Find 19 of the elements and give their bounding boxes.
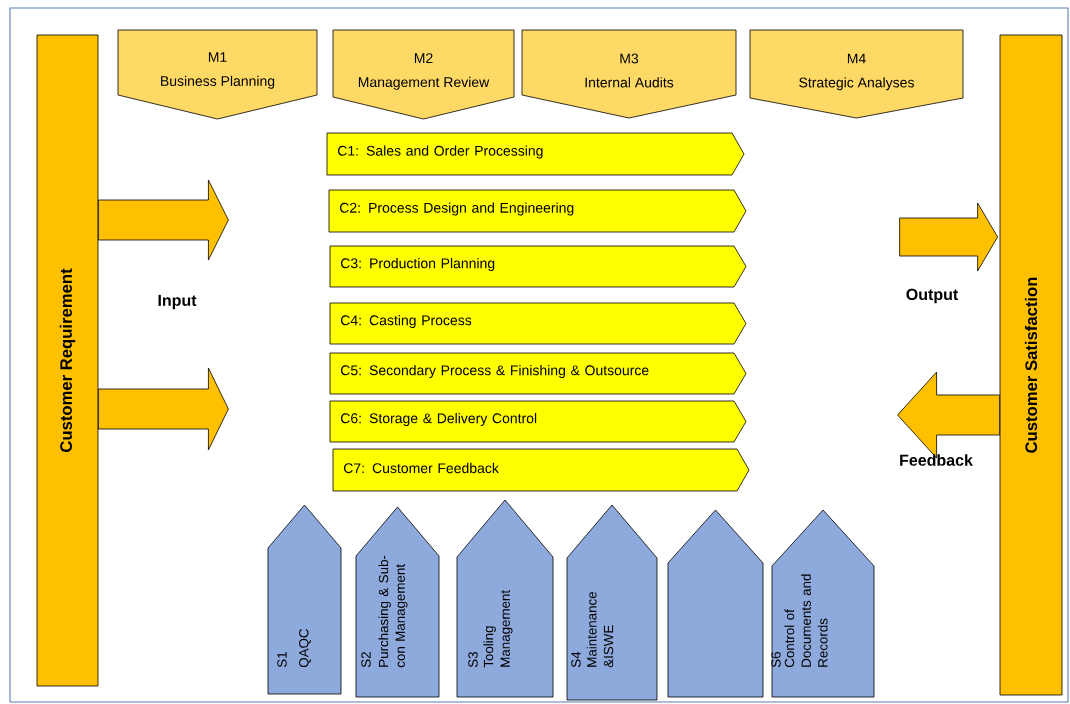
side-bar: Customer Requirement [36, 34, 99, 687]
arrow-box: S2 Purchasing & Sub-con Management [355, 506, 440, 698]
block-arrow [98, 367, 229, 451]
chevron-box: M4 Strategic Analyses [749, 29, 964, 119]
block-arrow [899, 202, 998, 272]
arrow-label: Output [906, 288, 959, 304]
arrow-label: Input [158, 294, 197, 310]
arrow-box: S6 Control of Documents and Records [771, 509, 875, 698]
chevron-box: M3 Internal Audits [521, 29, 737, 119]
block-arrow [897, 371, 1000, 459]
arrow-box: S3 Tooling Management [456, 499, 554, 698]
chevron-box: M2 Management Review [332, 29, 515, 120]
arrow-label: Feedback [900, 454, 973, 466]
arrow-box: S4 Maintenance &ISWE [566, 504, 658, 701]
block-arrow [98, 179, 229, 261]
chevron-box: M1 Business Planning [117, 29, 318, 120]
arrow-box: S1 QAQC [267, 504, 342, 695]
side-bar: Customer Satisfaction [999, 34, 1063, 696]
arrow-box [667, 509, 764, 698]
